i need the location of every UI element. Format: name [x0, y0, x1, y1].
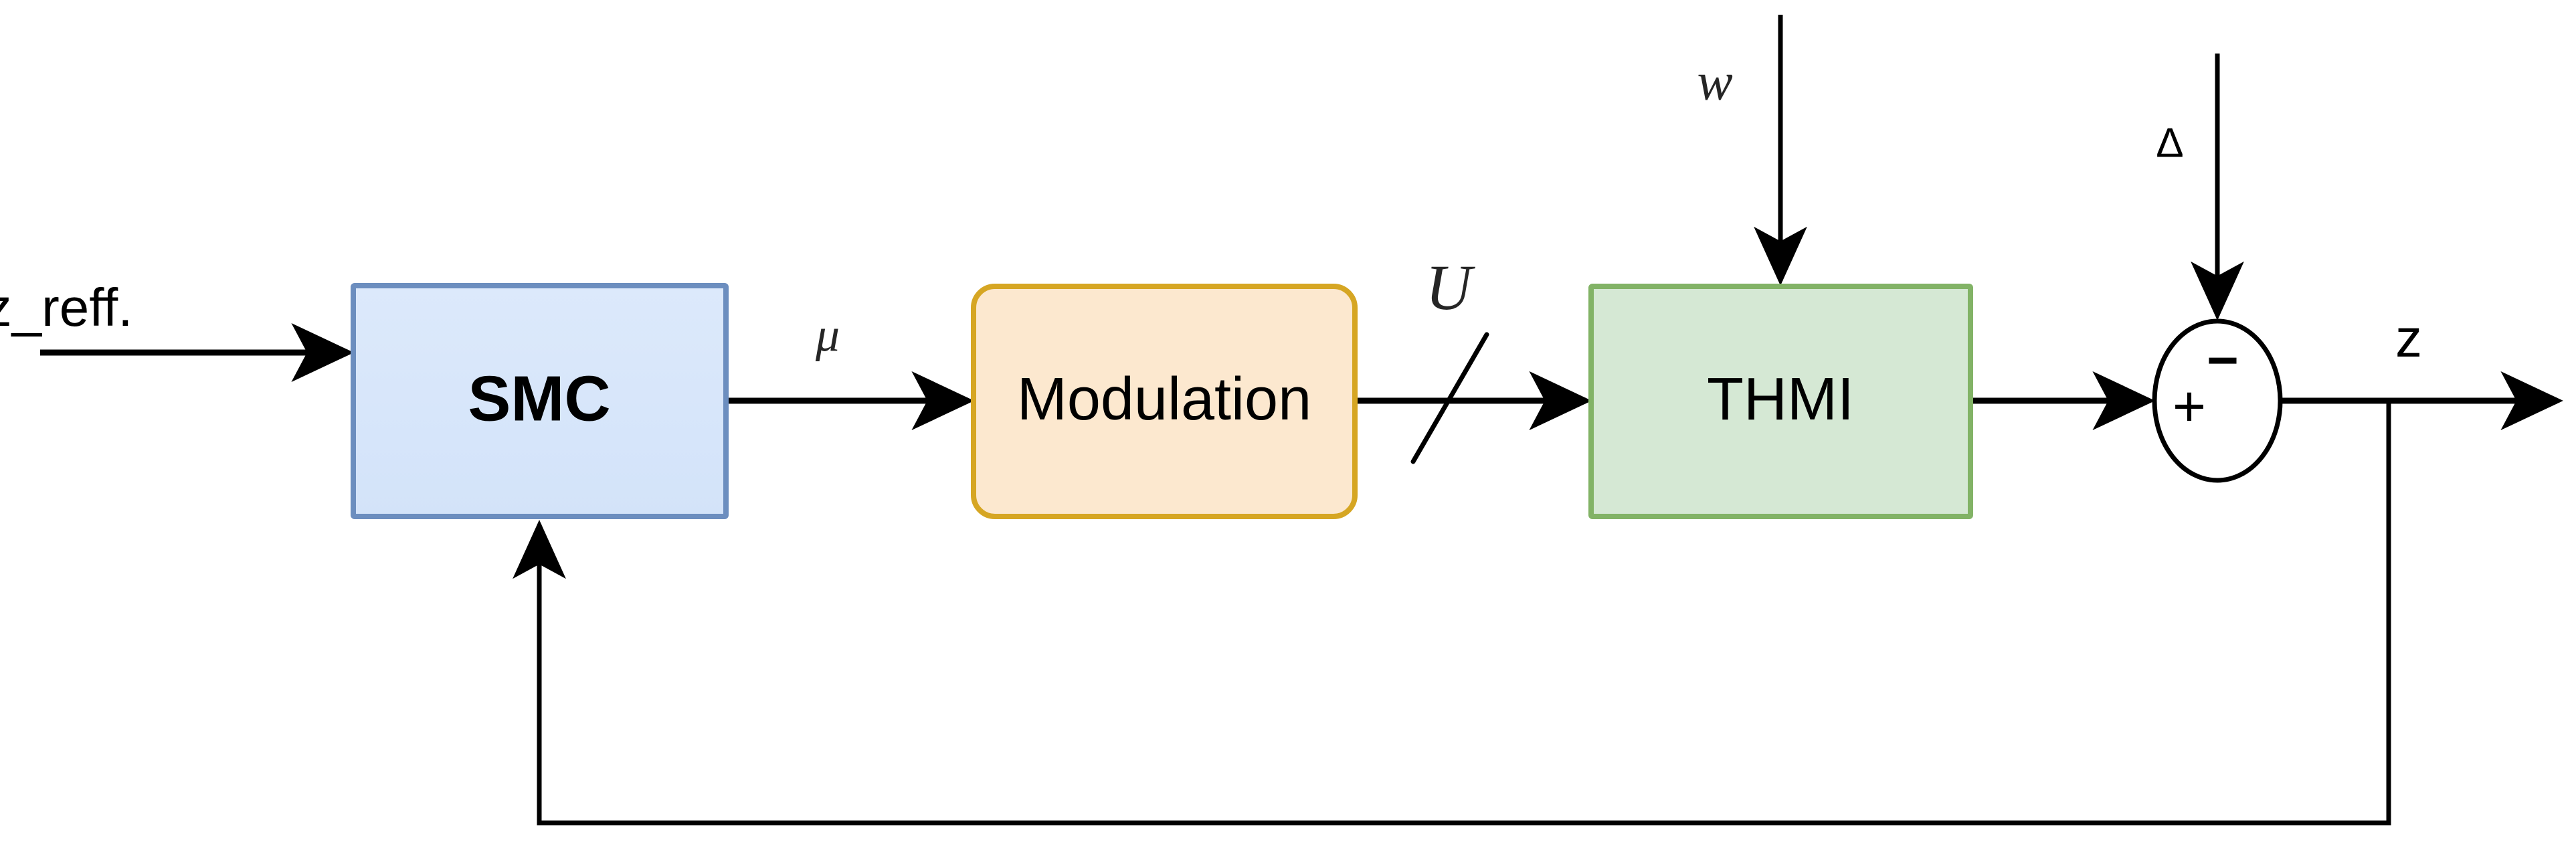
signal-label-u: U — [1425, 252, 1475, 323]
smc-block-shape[interactable] — [351, 283, 729, 519]
block-modulation[interactable]: Modulation — [971, 284, 1358, 519]
modulation-block-label: Modulation — [1017, 366, 1311, 433]
signal-label-reference: z_reff. — [0, 278, 132, 337]
block-smc[interactable]: SMC — [351, 283, 729, 519]
bus-marker-icon — [1410, 332, 1489, 464]
signal-label-z: z — [2395, 308, 2422, 368]
block-thmi[interactable]: THMI — [1588, 284, 1973, 519]
minus-sign-icon: − — [2207, 330, 2239, 391]
summing-junction-shape[interactable] — [2152, 318, 2283, 483]
summing-junction[interactable]: − + — [2152, 318, 2283, 483]
signal-label-delta: Δ — [2156, 120, 2183, 166]
signal-label-mu: μ — [815, 308, 840, 362]
smc-block-label: SMC — [468, 363, 610, 434]
thmi-block-shape[interactable] — [1588, 284, 1973, 519]
plus-sign-icon: + — [2173, 375, 2206, 439]
thmi-block-label: THMI — [1707, 366, 1854, 433]
wire-feedback-loop — [513, 401, 2391, 826]
signal-label-w: w — [1697, 52, 1732, 111]
wire-modulation-to-thmi — [1355, 332, 1592, 464]
modulation-block-shape[interactable] — [971, 284, 1358, 519]
